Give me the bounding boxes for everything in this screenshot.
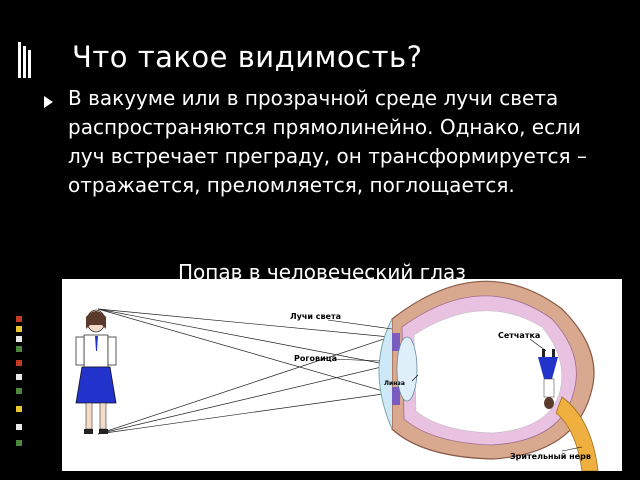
slide-title: Что такое видимость?	[72, 40, 423, 74]
label-lens: Линза	[384, 380, 405, 387]
decorative-squares	[14, 316, 26, 466]
bullet-text: В вакууме или в прозрачной среде лучи св…	[68, 86, 587, 197]
label-cornea: Роговица	[294, 354, 337, 363]
label-optic-nerve: Зрительный нерв	[510, 452, 591, 461]
girl-figure	[75, 309, 117, 434]
decorative-bars	[18, 42, 31, 78]
eye-diagram-svg: Лучи света Роговица Линза Сетчатка Зрите…	[75, 280, 599, 471]
label-rays: Лучи света	[290, 312, 341, 321]
eyeball	[378, 280, 599, 471]
retina-image	[538, 349, 558, 409]
label-retina: Сетчатка	[498, 331, 540, 340]
bullet-arrow-icon	[44, 96, 53, 108]
eye-diagram: Лучи света Роговица Линза Сетчатка Зрите…	[62, 279, 622, 471]
